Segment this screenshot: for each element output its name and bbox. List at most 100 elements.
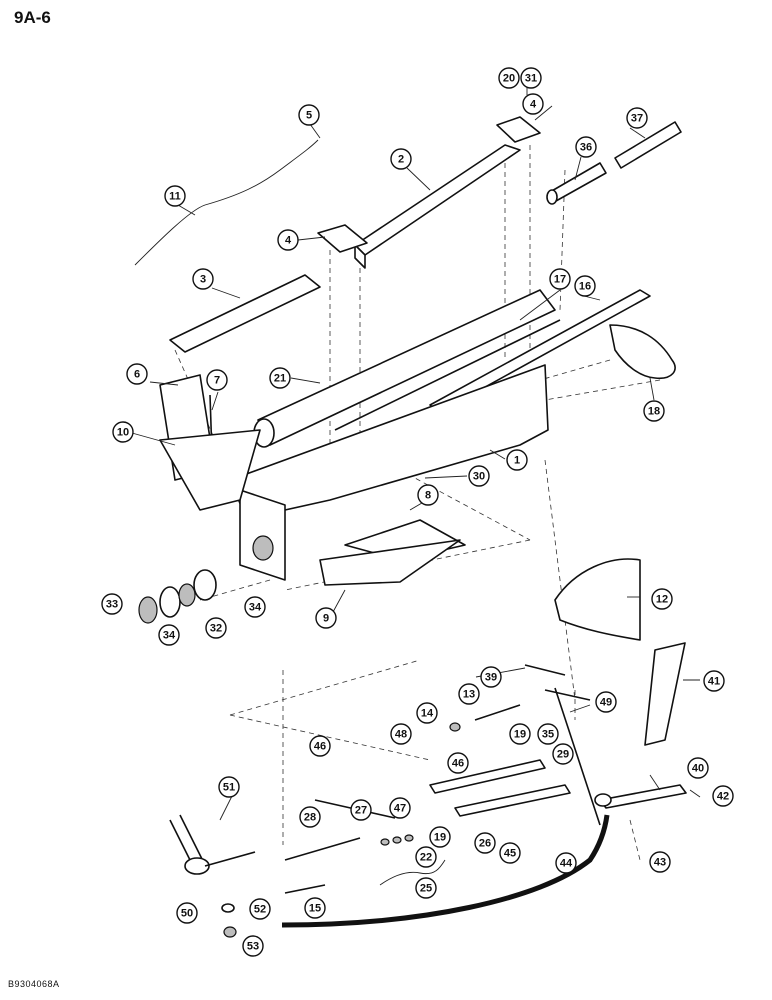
part-1-main-housing (229, 364, 549, 581)
callout-50: 50 (176, 902, 198, 924)
callout-label: 12 (656, 594, 668, 606)
callout-39: 39 (480, 666, 502, 688)
callout-30: 30 (468, 465, 490, 487)
part-40-arm (594, 784, 687, 809)
callout-label: 28 (304, 812, 316, 824)
callout-label: 22 (420, 852, 432, 864)
part-17-rod (334, 319, 561, 431)
callout-12: 12 (651, 588, 673, 610)
callout-label: 25 (420, 883, 432, 895)
callout-label: 47 (394, 803, 406, 815)
callout-13: 13 (458, 683, 480, 705)
callout-label: 1 (514, 455, 520, 467)
callout-label: 33 (106, 599, 118, 611)
part-28-shaft (284, 837, 361, 861)
callout-32: 32 (205, 617, 227, 639)
callout-label: 29 (557, 749, 569, 761)
callout-label: 2 (398, 154, 404, 166)
callout-label: 30 (473, 471, 485, 483)
callout-label: 35 (542, 729, 554, 741)
callout-45: 45 (499, 842, 521, 864)
callout-17: 17 (549, 268, 571, 290)
part-9-tray (319, 539, 461, 586)
callout-label: 11 (169, 191, 181, 203)
callout-label: 44 (560, 858, 573, 870)
callout-2: 2 (390, 148, 412, 170)
callout-label: 36 (580, 142, 592, 154)
callout-29: 29 (552, 743, 574, 765)
part-3-left-cover (169, 274, 321, 353)
callout-4: 4 (522, 93, 544, 115)
callout-10: 10 (112, 421, 134, 443)
callout-label: 19 (514, 729, 526, 741)
callout-label: 53 (247, 941, 259, 953)
callout-label: 51 (223, 782, 235, 794)
callout-8: 8 (417, 484, 439, 506)
figure-reference-code: B9304068A (8, 979, 60, 989)
callout-27: 27 (350, 799, 372, 821)
callout-36: 36 (575, 136, 597, 158)
callout-26: 26 (474, 832, 496, 854)
part-26-bar-lower (454, 784, 571, 817)
part-39-pin (524, 664, 566, 676)
part-2-top-cover (354, 144, 521, 269)
bearing-stack (138, 569, 217, 624)
callout-34: 34 (158, 624, 180, 646)
callout-label: 4 (285, 235, 292, 247)
part-4-bracket-upper (496, 116, 541, 143)
callout-9: 9 (315, 607, 337, 629)
callout-label: 31 (525, 73, 537, 85)
callout-4: 4 (277, 229, 299, 251)
callout-label: 19 (434, 832, 446, 844)
part-53-nut (223, 926, 237, 938)
callout-48: 48 (390, 723, 412, 745)
callout-label: 34 (163, 630, 176, 642)
callout-1: 1 (506, 449, 528, 471)
part-18-side-shield (609, 324, 676, 380)
callout-19: 19 (429, 826, 451, 848)
callout-15: 15 (304, 897, 326, 919)
callout-31: 31 (520, 67, 542, 89)
callout-42: 42 (712, 785, 734, 807)
callout-label: 42 (717, 791, 729, 803)
part-4-bracket-lower (317, 224, 368, 253)
callout-label: 5 (306, 110, 312, 122)
callout-label: 13 (463, 689, 475, 701)
part-13-rod (474, 704, 521, 721)
callout-44: 44 (555, 852, 577, 874)
part-52-washer (221, 903, 235, 913)
part-15-strip (284, 884, 326, 894)
callout-label: 41 (708, 676, 720, 688)
callout-46: 46 (447, 752, 469, 774)
callout-label: 26 (479, 838, 491, 850)
callout-53: 53 (242, 935, 264, 957)
callout-52: 52 (249, 898, 271, 920)
callout-label: 15 (309, 903, 321, 915)
callout-label: 17 (554, 274, 566, 286)
callout-6: 6 (126, 363, 148, 385)
callout-label: 4 (530, 99, 537, 111)
part-12-shield (554, 558, 641, 641)
part-25-wire (379, 859, 446, 886)
callout-3: 3 (192, 268, 214, 290)
callout-label: 46 (314, 741, 326, 753)
callout-46: 46 (309, 735, 331, 757)
callout-label: 34 (249, 602, 262, 614)
callout-51: 51 (218, 776, 240, 798)
callout-label: 43 (654, 857, 666, 869)
callout-label: 21 (274, 373, 286, 385)
callout-21: 21 (269, 367, 291, 389)
callout-16: 16 (574, 275, 596, 297)
callout-43: 43 (649, 851, 671, 873)
callout-20: 20 (498, 67, 520, 89)
callout-41: 41 (703, 670, 725, 692)
left-pivot-assembly (169, 814, 256, 875)
part-11-wire (134, 139, 319, 266)
callout-label: 18 (648, 406, 660, 418)
callout-33: 33 (101, 593, 123, 615)
callout-label: 9 (323, 613, 329, 625)
callout-label: 16 (579, 281, 591, 293)
callout-35: 35 (537, 723, 559, 745)
callout-label: 8 (425, 490, 431, 502)
